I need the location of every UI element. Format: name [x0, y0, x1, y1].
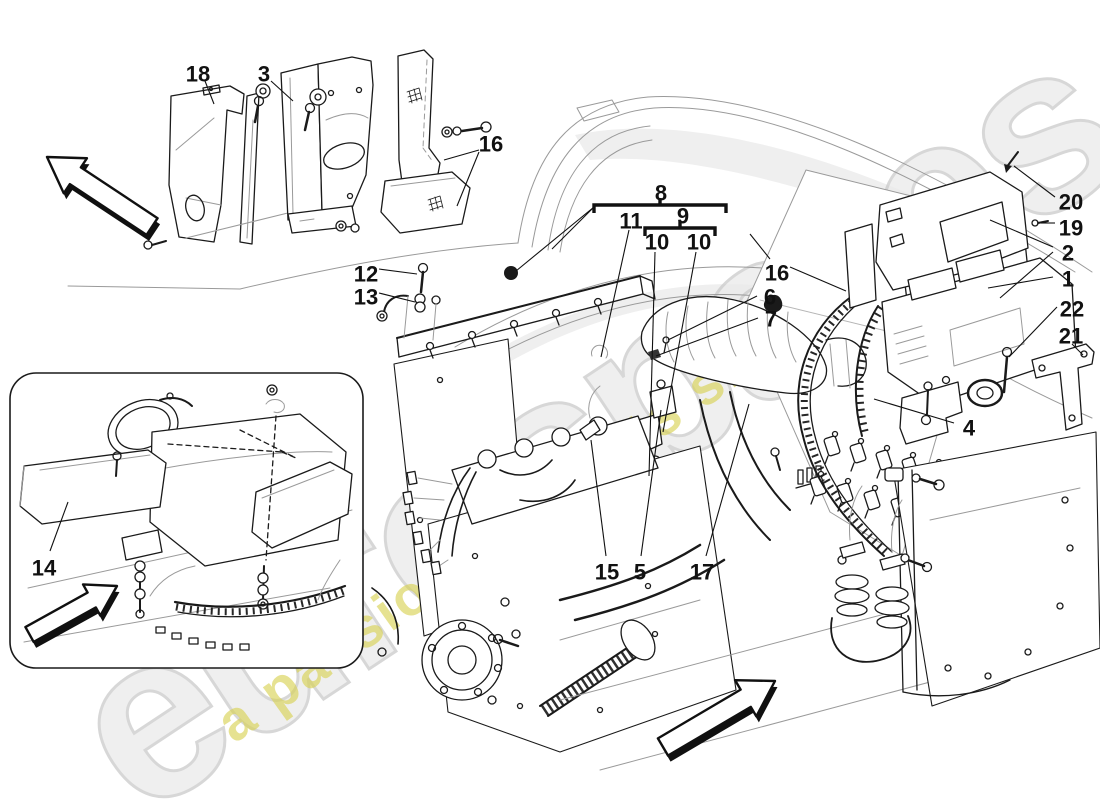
- leader-line-10: [662, 251, 697, 433]
- callout-6: 6: [764, 285, 776, 310]
- group-brackets-layer: [592, 198, 728, 236]
- leader-line-12: [378, 268, 418, 275]
- leader-line-21: [1071, 343, 1084, 356]
- leader-line-16: [456, 151, 480, 207]
- leader-line-2: [989, 219, 1054, 248]
- callout-5: 5: [634, 560, 646, 585]
- leader-line-18: [204, 80, 215, 105]
- callout-19: 19: [1059, 216, 1083, 241]
- direction-arrow-inset: [24, 583, 119, 644]
- callout-14: 14: [32, 556, 57, 581]
- main-harness: [797, 295, 893, 557]
- leader-line-14: [49, 501, 69, 552]
- leader-line-7: [655, 317, 759, 357]
- horn-solenoids: [830, 485, 933, 663]
- leader-line-11: [600, 229, 630, 358]
- leader-line-6: [667, 295, 758, 341]
- leader-line-15: [590, 439, 607, 557]
- callout-2: 2: [1062, 241, 1074, 266]
- callout-13: 13: [354, 285, 378, 310]
- callout-15: 15: [595, 560, 619, 585]
- callout-21: 21: [1059, 324, 1083, 349]
- ecu-assembly: [844, 151, 1095, 445]
- leader-line-8: [551, 206, 595, 250]
- leader-line-3: [270, 80, 294, 102]
- callout-16: 16: [765, 261, 789, 286]
- callout-1: 1: [1062, 267, 1074, 292]
- callout-7: 7: [765, 307, 777, 332]
- bracket-21: [1031, 343, 1095, 431]
- misc-wires: [371, 587, 400, 657]
- leader-line-22: [1008, 306, 1058, 358]
- airbox-14: [19, 384, 353, 619]
- leader-line-17: [705, 403, 750, 557]
- fuel-rail-8: [376, 262, 656, 359]
- direction-arrows-layer: [24, 155, 778, 762]
- callout-10: 10: [687, 230, 711, 255]
- ecu-bracket-4: [899, 381, 963, 445]
- heat-shield-18: [143, 84, 301, 250]
- callout-9: 9: [677, 204, 689, 229]
- callout-16: 16: [479, 132, 503, 157]
- leader-line-10: [648, 251, 656, 477]
- car-body-outline: [67, 96, 1093, 419]
- heat-shield-3: [253, 56, 374, 234]
- leader-line-16: [443, 149, 480, 161]
- callout-8: 8: [655, 181, 667, 206]
- leader-line-1: [987, 276, 1054, 289]
- leader-line-8: [515, 206, 595, 272]
- chassis-panel-right: [884, 431, 1100, 707]
- grommet: [966, 378, 1004, 408]
- callout-18: 18: [186, 62, 210, 87]
- callout-11: 11: [619, 209, 642, 234]
- leader-line-16: [749, 233, 771, 260]
- direction-arrow-top-left: [45, 155, 159, 237]
- callout-17: 17: [690, 560, 714, 585]
- callout-4: 4: [963, 416, 976, 441]
- callout-20: 20: [1059, 190, 1083, 215]
- leader-line-16: [789, 266, 847, 292]
- engine-block: [421, 445, 1081, 771]
- group-bracket-9: [643, 221, 717, 236]
- callout-10: 10: [645, 230, 669, 255]
- inset-harness: [149, 559, 347, 651]
- leader-line-5: [640, 409, 662, 557]
- callout-3: 3: [258, 62, 270, 87]
- callout-12: 12: [354, 262, 378, 287]
- leader-line-4: [873, 398, 955, 424]
- deflector-panels-16: [380, 49, 492, 234]
- callout-22: 22: [1060, 297, 1084, 322]
- group-bracket-8: [592, 198, 728, 213]
- leader-lines-layer: [49, 80, 1084, 557]
- ignition-harness: [402, 379, 791, 622]
- leader-line-13: [378, 292, 416, 303]
- leader-line-20: [1013, 165, 1056, 198]
- leader-line-2: [999, 251, 1054, 299]
- direction-arrow-bottom-right: [656, 678, 777, 757]
